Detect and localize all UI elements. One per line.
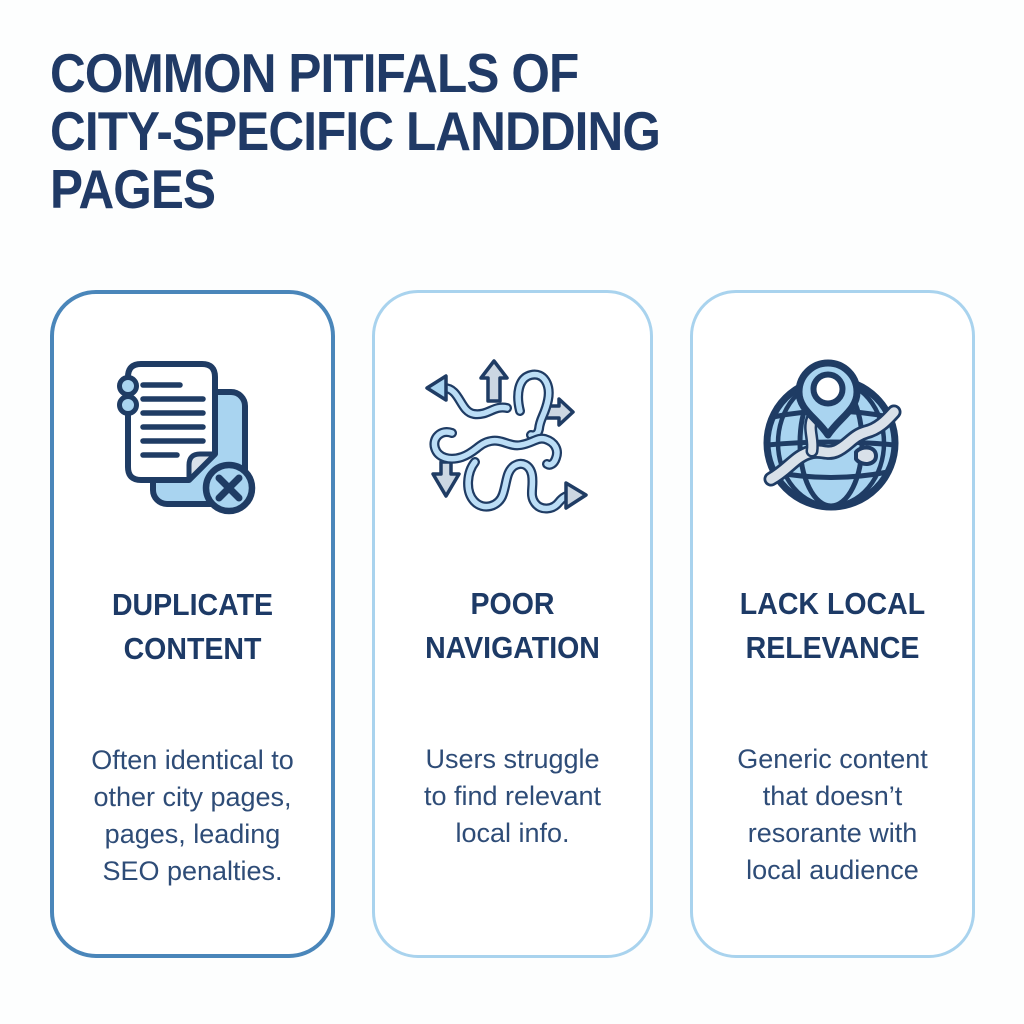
card-description: Generic content that doesn’t resorante w… <box>737 744 928 885</box>
globe-map-pin-icon <box>743 355 923 535</box>
card-duplicate-content: DUPLICATE CONTENT Often identical to oth… <box>50 290 335 958</box>
folded-corner-shape <box>186 451 217 483</box>
binding-ring <box>116 394 139 416</box>
card-poor-navigation: POOR NAVIGATION Users struggle to find r… <box>372 290 653 958</box>
card-heading: DUPLICATE CONTENT <box>111 587 274 666</box>
up-arrow-shape <box>478 359 509 403</box>
left-arrowhead-shape <box>424 374 448 402</box>
bottom-right-arrowhead-shape <box>563 481 588 510</box>
binding-ring <box>116 375 139 397</box>
duplicate-documents-icon <box>103 342 283 537</box>
card-description: Often identical to other city pages, pag… <box>91 745 294 886</box>
map-pin-shape <box>795 359 860 439</box>
card-heading: POOR NAVIGATION <box>425 586 600 665</box>
card-description: Users struggle to find relevant local in… <box>423 744 602 848</box>
card-lack-local-relevance: LACK LOCAL RELEVANCE Generic content tha… <box>690 290 975 958</box>
front-document-shape <box>124 361 218 483</box>
tangled-arrows-icon <box>408 355 618 535</box>
down-arrow-shape <box>430 460 461 498</box>
x-badge-icon <box>202 461 255 515</box>
document-text-lines <box>139 382 206 458</box>
page-title: COMMON PITIFALS OF CITY-SPECIFIC LANDDIN… <box>50 42 661 220</box>
map-road-shape <box>763 404 901 487</box>
card-heading: LACK LOCAL RELEVANCE <box>739 586 926 665</box>
